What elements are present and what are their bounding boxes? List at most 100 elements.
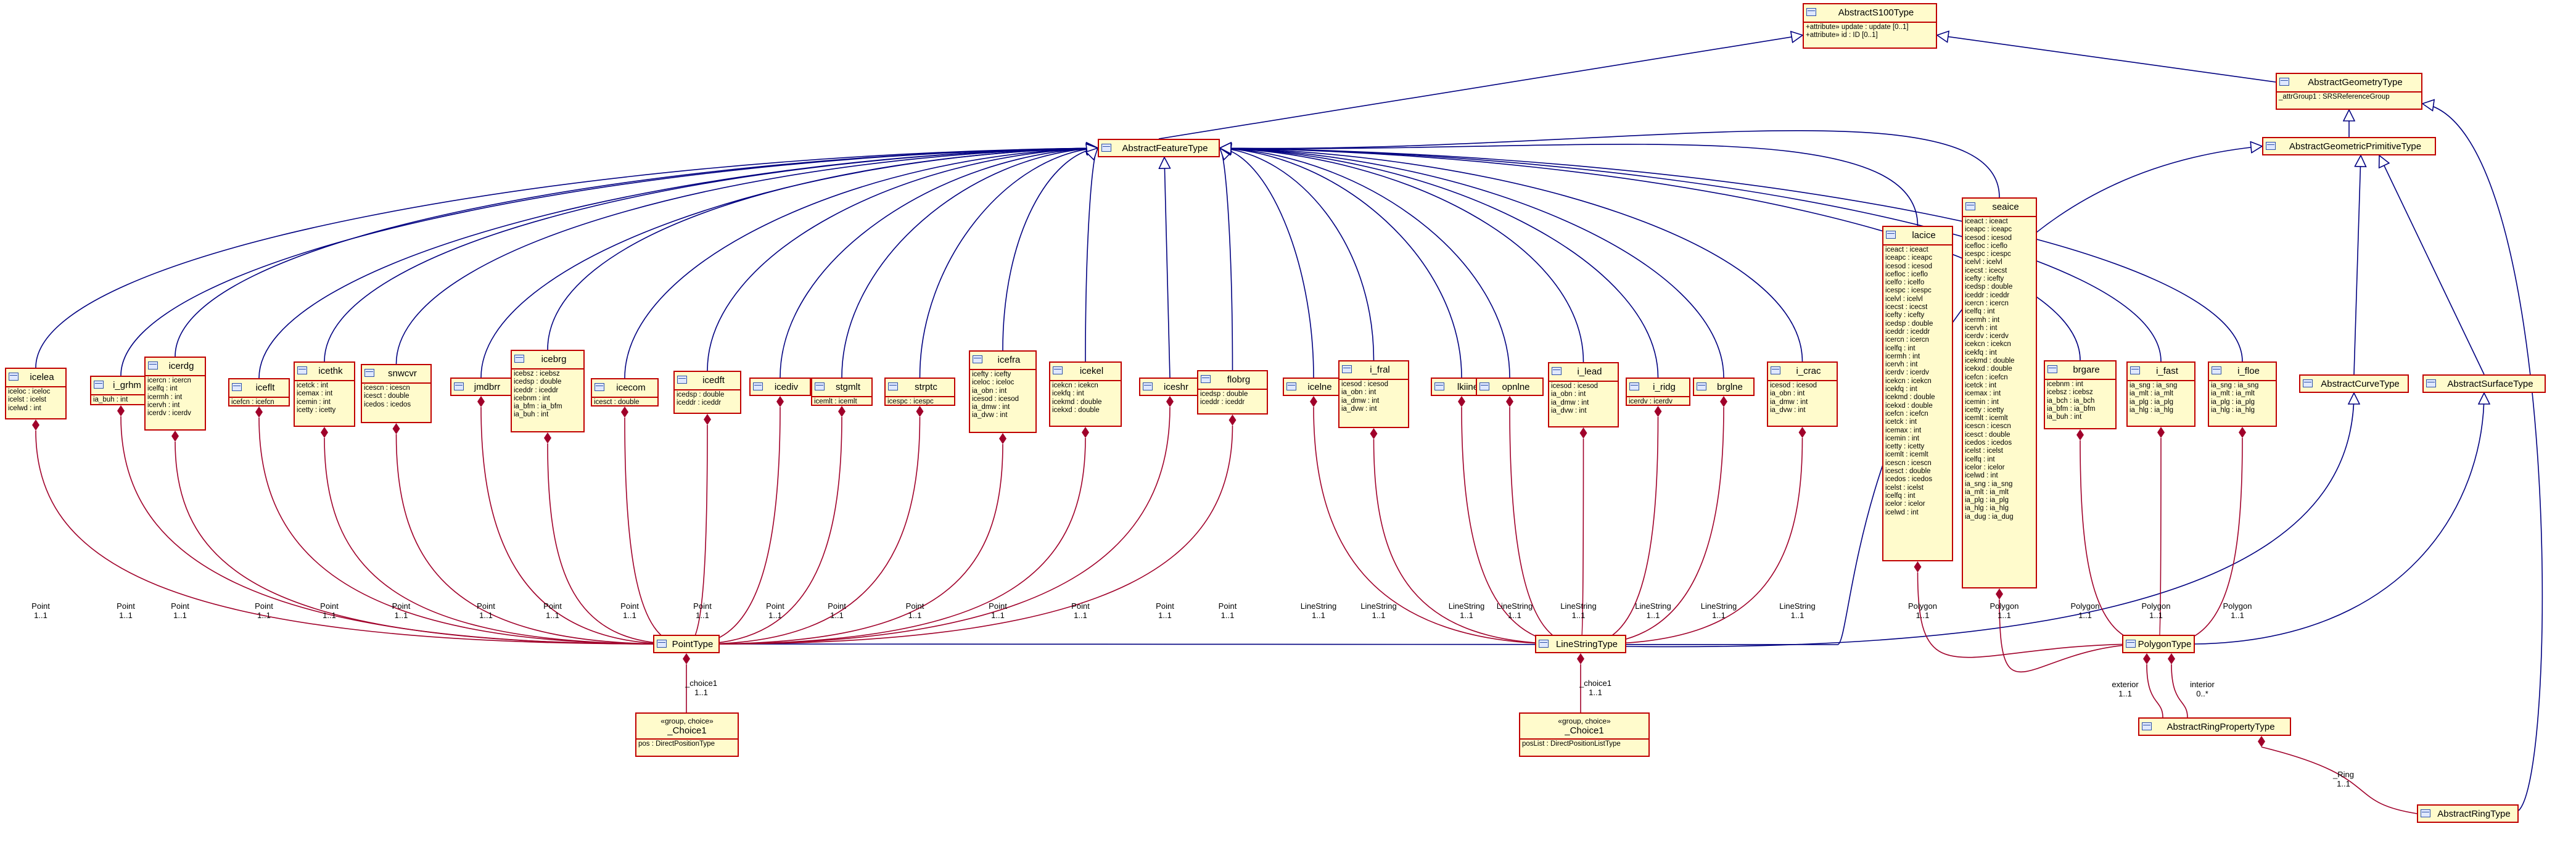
role-name: Point [989,601,1007,611]
class-icediv[interactable]: icediv [749,378,811,396]
class-brglne[interactable]: brglne [1693,378,1755,396]
attribute-row: icelwd : int [8,404,41,412]
class-abstract-geometry[interactable]: AbstractGeometryType _attrGroup1 : SRSRef… [2276,73,2422,110]
class-header: jmdbrr [451,379,511,395]
class-name: LineStringType [1555,639,1618,650]
attribute-row: icelst : icelst [1965,447,2003,455]
attribute-row: icemin : int [297,398,331,406]
class-opnlne[interactable]: opnlne [1476,378,1544,396]
class-name: _Choice1 [1565,725,1604,736]
composition-line [395,434,669,645]
class-attributes: _attrGroup1 : SRSReferenceGroup [2277,91,2421,102]
attribute-row: icelfq : int [1965,308,1995,316]
composition-diamond [776,396,784,407]
class-icon [1552,367,1562,375]
composition-line [1594,437,1803,645]
attribute-row: icesct : double [1965,431,2010,439]
class-abstract-surface[interactable]: AbstractSurfaceType [2422,374,2546,393]
class-header: seaice [1963,199,2036,216]
attribute-row: icescn : icescn [1885,459,1932,467]
class-jmdbrr[interactable]: jmdbrr [450,378,512,396]
composition-line [2261,746,2418,814]
role-name: interior [2190,680,2215,689]
composition-diamond [392,423,400,434]
role-name: Point [905,601,924,611]
class-iceshr[interactable]: iceshr [1139,378,1201,396]
composition-diamond [1370,428,1378,439]
class-icon [514,355,524,363]
role-name: LineString [1300,601,1337,611]
attribute-row: ia_dvw : int [1551,407,1587,415]
class-name: stgmlt [835,382,860,392]
class-name: i_floe [2237,366,2260,376]
class-polygon-type[interactable]: PolygonType [2122,635,2195,653]
attribute-row: icelfo : icelfo [1885,279,1925,287]
class-abstract-geom-prim[interactable]: AbstractGeometricPrimitiveType [2262,137,2436,155]
attribute-row: iceddr : iceddr [677,399,722,407]
class-header: iceflt [229,379,289,397]
class-abstract-ring-prop[interactable]: AbstractRingPropertyType [2138,717,2291,736]
class-header: AbstractGeometryType [2277,74,2421,91]
composition-line [1313,407,1565,645]
class-linestring-type[interactable]: LineStringType [1535,635,1626,653]
class-abstract-curve[interactable]: AbstractCurveType [2299,374,2409,393]
attribute-row: icetty : icetty [1885,443,1925,451]
attribute-row: icetck : int [1965,381,1997,389]
attribute-row: ia_buh : int [514,411,549,419]
class-name: icethk [318,366,343,376]
attribute-row: iceddr : iceddr [1200,398,1245,407]
class-abstract-s100[interactable]: AbstractS100Type+attribute» update : upd… [1803,3,1937,49]
role-name: _choice1 [685,679,718,688]
attribute-row: icerdv : icerdv [1965,332,2009,341]
class-header: AbstractRingType [2418,806,2517,822]
attribute-row: ia_mlt : ia_mlt [2211,390,2255,398]
attribute-row: icervh : int [1965,324,1998,332]
class-icon [815,382,825,390]
class-abstract-feature[interactable]: AbstractFeatureType [1098,139,1220,157]
role-multiplicity: 1..1 [479,611,493,620]
attribute-row: ia_bch : ia_bch [2047,397,2095,405]
class-name: i_grhm [113,380,141,390]
attribute-row: icekmd : double [1885,394,1935,402]
class-abstract-ring[interactable]: AbstractRingType [2417,804,2519,823]
class-icon [9,373,19,381]
class-header: i_fral [1339,361,1408,379]
composition-diamond [1458,396,1465,407]
attribute-row: _attrGroup1 : SRSReferenceGroup [2279,93,2390,101]
class-point-type[interactable]: PointType [653,635,720,653]
class-header: i_fast [2128,363,2194,380]
class-icelne[interactable]: icelne [1283,378,1344,396]
role-multiplicity: 1..1 [1372,611,1386,620]
